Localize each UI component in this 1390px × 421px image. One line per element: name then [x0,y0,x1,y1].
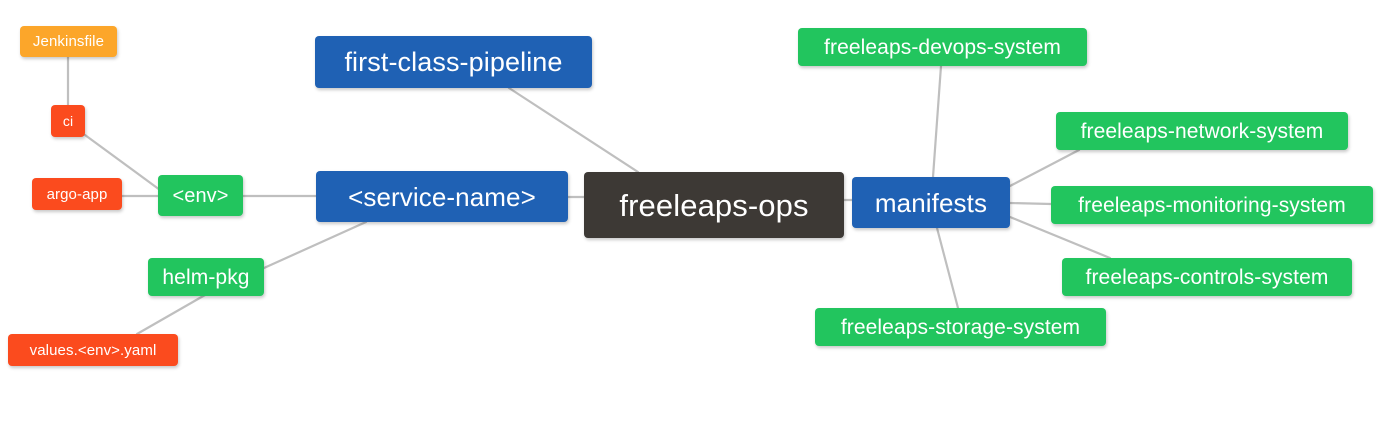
node-env-label: <env> [172,184,229,207]
node-helm-pkg-label: helm-pkg [162,265,250,289]
node-first-class-pipeline[interactable]: first-class-pipeline [315,36,592,88]
edge-manifests-networksystem [1008,148,1081,188]
node-storage-system[interactable]: freeleaps-storage-system [815,308,1106,346]
node-helm-pkg[interactable]: helm-pkg [148,258,264,296]
node-monitoring-system[interactable]: freeleaps-monitoring-system [1051,186,1373,224]
node-network-system[interactable]: freeleaps-network-system [1056,112,1348,150]
node-values-yaml-label: values.<env>.yaml [29,341,157,359]
node-argo-app[interactable]: argo-app [32,178,122,210]
node-root-label: freeleaps-ops [619,187,809,223]
edge-helmpkg-servicename [262,220,368,270]
node-monitoring-system-label: freeleaps-monitoring-system [1078,193,1346,217]
node-ci-label: ci [62,113,74,129]
node-manifests[interactable]: manifests [852,177,1010,228]
node-argo-app-label: argo-app [46,185,108,203]
node-service-name-label: <service-name> [348,181,536,212]
node-devops-system[interactable]: freeleaps-devops-system [798,28,1087,66]
node-ci[interactable]: ci [51,105,85,137]
edge-manifests-monitoringsystem [1008,201,1053,206]
node-first-class-pipeline-label: first-class-pipeline [344,46,563,77]
node-jenkinsfile-label: Jenkinsfile [32,33,105,50]
edge-firstclasspipeline-root [507,86,640,174]
node-root-freeleaps-ops[interactable]: freeleaps-ops [584,172,844,238]
node-controls-system-label: freeleaps-controls-system [1085,265,1329,289]
node-storage-system-label: freeleaps-storage-system [840,315,1081,339]
node-values-yaml[interactable]: values.<env>.yaml [8,334,178,366]
edge-valuesyaml-helmpkg [135,293,207,336]
node-devops-system-label: freeleaps-devops-system [824,35,1061,59]
node-env[interactable]: <env> [158,175,243,216]
node-service-name[interactable]: <service-name> [316,171,568,222]
node-network-system-label: freeleaps-network-system [1080,119,1324,143]
node-manifests-label: manifests [874,187,988,218]
edge-manifests-storagesystem [935,226,960,310]
node-jenkinsfile[interactable]: Jenkinsfile [20,26,117,57]
node-controls-system[interactable]: freeleaps-controls-system [1062,258,1352,296]
edge-manifests-devopssystem [931,64,943,179]
